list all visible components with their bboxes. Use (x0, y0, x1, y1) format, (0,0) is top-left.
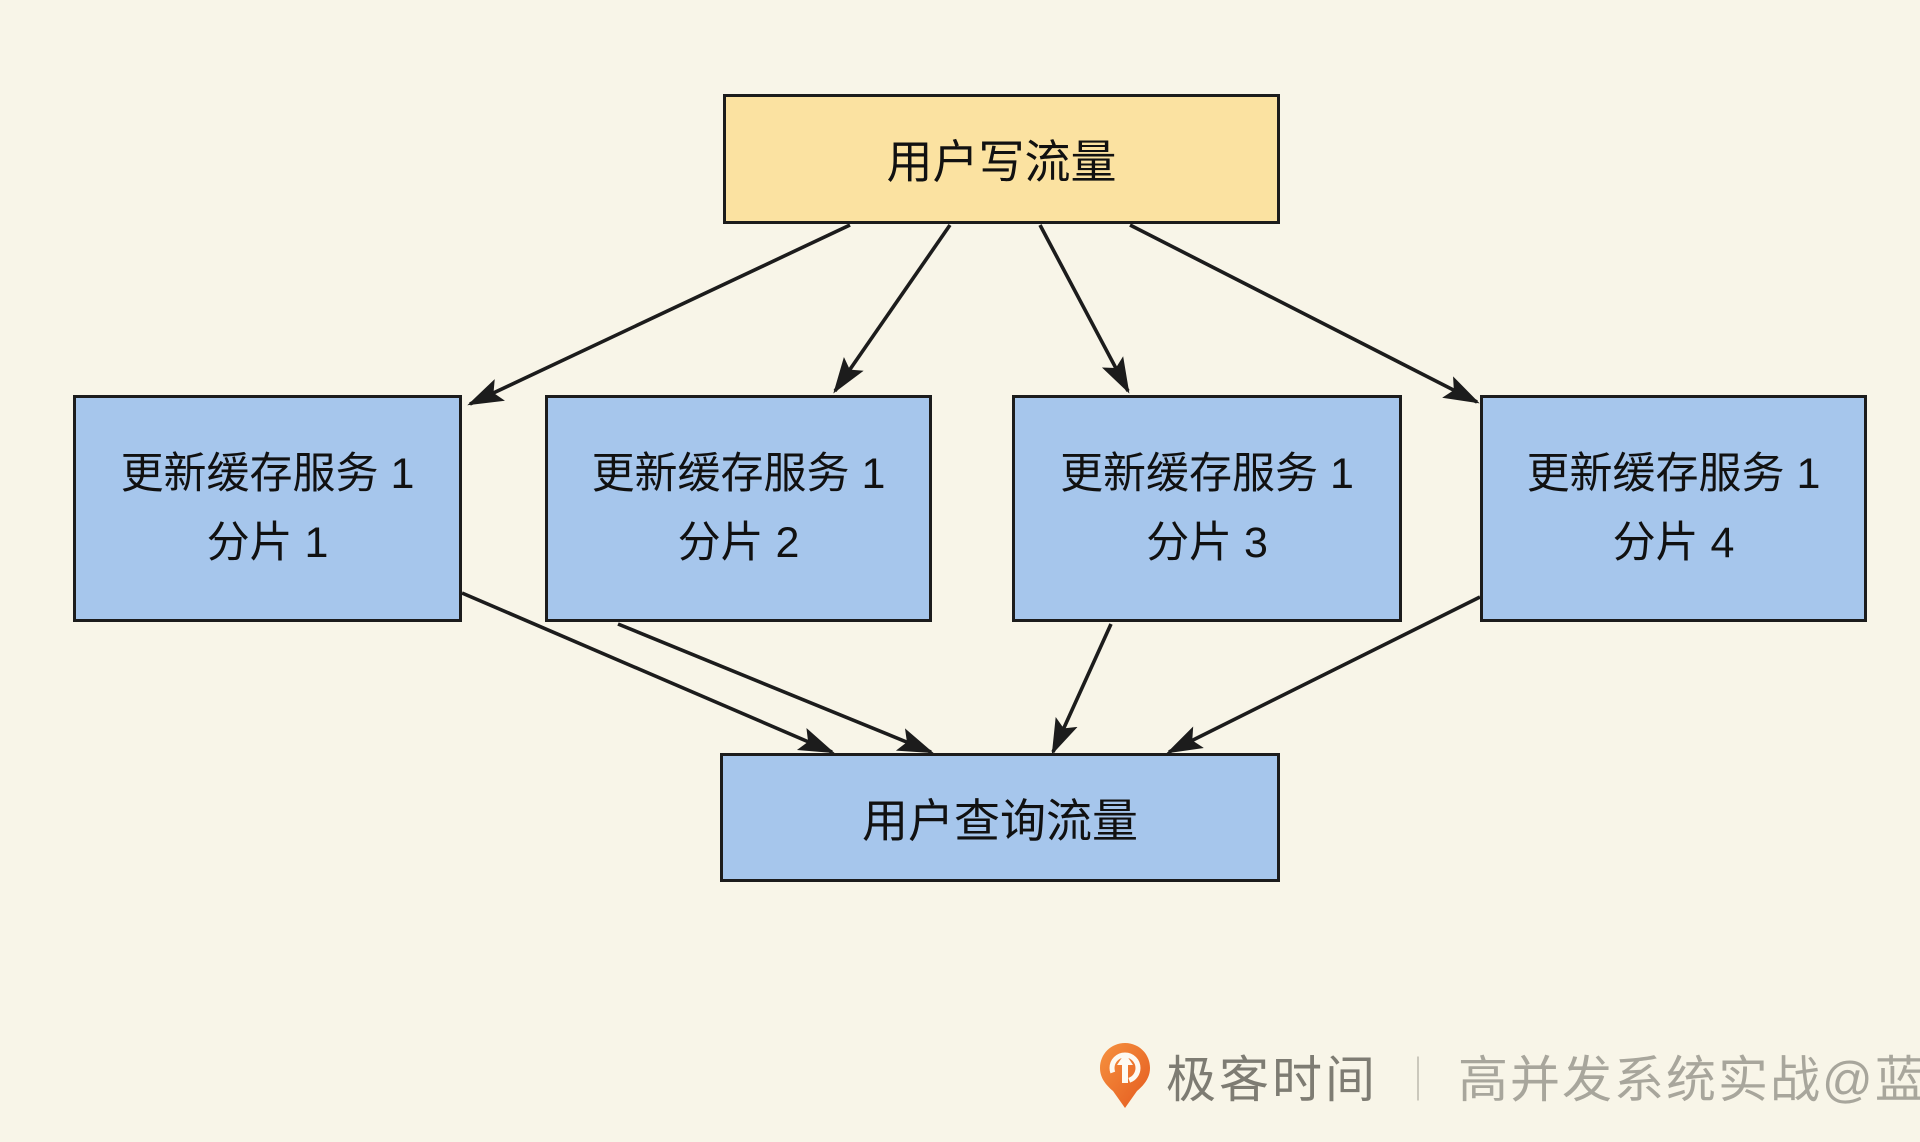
shard-title: 更新缓存服务 1 (1060, 449, 1354, 498)
shard-subtitle: 分片 3 (1146, 518, 1268, 567)
watermark-brand: 极客时间 (1166, 1052, 1378, 1108)
shard-subtitle: 分片 2 (677, 518, 800, 567)
node-shard-3: 更新缓存服务 1 分片 3 (1012, 395, 1402, 622)
shard-subtitle: 分片 4 (1612, 518, 1735, 567)
arrow-write-to-shard-1 (467, 223, 851, 406)
arrow-write-to-shard-4 (1129, 223, 1480, 404)
node-shard-4: 更新缓存服务 1 分片 4 (1480, 395, 1867, 622)
shard-title: 更新缓存服务 1 (1526, 449, 1821, 498)
geektime-logo-icon (1100, 1043, 1150, 1108)
arrow-write-to-shard-3 (1038, 224, 1130, 394)
shard-title: 更新缓存服务 1 (591, 449, 886, 498)
node-user-query-traffic: 用户查询流量 (720, 753, 1280, 882)
node-shard-1: 更新缓存服务 1 分片 1 (73, 395, 462, 622)
shard-title: 更新缓存服务 1 (120, 449, 415, 498)
node-user-write-traffic: 用户写流量 (723, 94, 1280, 224)
watermark-credit: 高并发系统实战@蓝天 (1458, 1052, 1920, 1108)
node-label: 用户写流量 (886, 136, 1117, 188)
arrow-write-to-shard-2 (833, 223, 952, 394)
shard-subtitle: 分片 1 (206, 518, 329, 567)
watermark: 极客时间 ｜ 高并发系统实战@蓝天 (1098, 1038, 1920, 1114)
node-shard-2: 更新缓存服务 1 分片 2 (545, 395, 932, 622)
watermark-divider: ｜ (1396, 1056, 1440, 1105)
node-label: 用户查询流量 (862, 794, 1138, 847)
arrow-shard-2-to-query (617, 622, 934, 754)
arrow-shard-3-to-query (1051, 623, 1113, 755)
